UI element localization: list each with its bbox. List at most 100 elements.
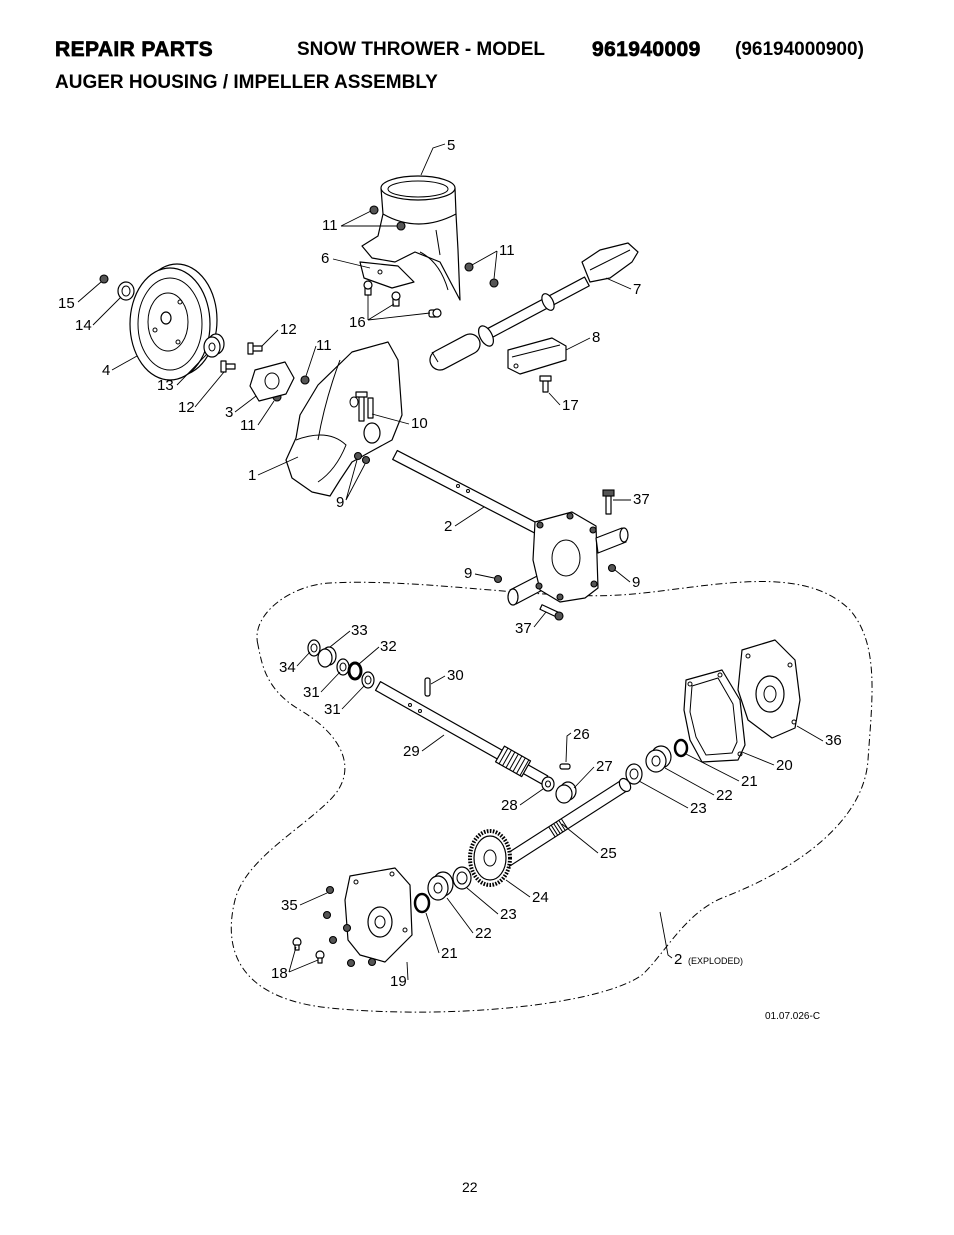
- leader-line: [565, 732, 572, 763]
- callout-number: 2: [444, 518, 452, 535]
- leader-line: [296, 651, 311, 667]
- callout-37b: 37: [515, 611, 547, 637]
- leader-line: [664, 767, 715, 796]
- callout-31a: 31: [303, 671, 341, 701]
- leader-line: [257, 400, 275, 426]
- part-key-26: [559, 763, 571, 770]
- callout-number: 20: [776, 757, 793, 774]
- leader-line: [299, 892, 328, 906]
- part-bearing-13: [203, 333, 225, 358]
- part-bushing-22-left: [427, 871, 454, 901]
- callout-16: 16: [349, 295, 431, 331]
- callout-18: 18: [271, 946, 319, 982]
- callout-number: 11: [316, 337, 332, 354]
- callout-number: 12: [178, 399, 195, 416]
- callout-number: 33: [351, 622, 368, 639]
- callout-11a: 11: [322, 210, 397, 234]
- callout-13: 13: [157, 353, 208, 394]
- callout-7: 7: [605, 277, 641, 298]
- callout-number: 23: [500, 906, 517, 923]
- callout-8: 8: [565, 329, 600, 351]
- leader-line: [425, 912, 440, 954]
- leader-line: [638, 780, 689, 809]
- part-fittings-18: [292, 937, 325, 964]
- callout-number: 11: [322, 217, 338, 234]
- callout-15: 15: [58, 281, 102, 312]
- callout-number: 21: [741, 773, 758, 790]
- part-worm-gear-24: [468, 829, 512, 887]
- callout-number: 9: [336, 494, 344, 511]
- leader-line: [329, 630, 351, 648]
- callout-31b: 31: [324, 685, 365, 718]
- callout-number: 36: [825, 732, 842, 749]
- callout-number: 19: [390, 973, 407, 990]
- callout-21a: 21: [685, 753, 758, 790]
- callout-number: 14: [75, 317, 92, 334]
- leader-line: [548, 392, 561, 406]
- leader-line: [288, 946, 319, 973]
- callout-4: 4: [102, 355, 138, 379]
- callout-9a: 9: [336, 459, 366, 511]
- callout-17: 17: [548, 392, 579, 414]
- part-pulley: [129, 263, 218, 381]
- leader-line: [466, 887, 499, 915]
- callout-26: 26: [565, 726, 590, 763]
- part-washer-14: [117, 281, 135, 301]
- callout-number: 34: [279, 659, 296, 676]
- leader-line: [454, 506, 485, 527]
- leader-line: [176, 353, 208, 386]
- part-washer-23-left: [452, 866, 472, 890]
- callout-27: 27: [573, 758, 613, 789]
- part-ring-21-right: [673, 738, 689, 758]
- callout-number: 4: [102, 362, 110, 379]
- leader-line: [358, 646, 380, 665]
- callout-number: 9: [464, 565, 472, 582]
- leader-line: [685, 753, 740, 782]
- page-title: AUGER HOUSING / IMPELLER ASSEMBLY: [55, 72, 438, 93]
- callout-number: 1: [248, 467, 256, 484]
- callout-number: 12: [280, 321, 297, 338]
- figure-code: 01.07.026-C: [765, 1011, 820, 1022]
- leader-line: [320, 671, 341, 693]
- callout-number: 7: [633, 281, 641, 298]
- callout-11c: 11: [305, 337, 332, 377]
- callout-number: 22: [475, 925, 492, 942]
- callout-number: 3: [225, 404, 233, 421]
- leader-line: [194, 371, 225, 408]
- callout-33: 33: [329, 622, 368, 648]
- part-bolts-12: [220, 342, 263, 373]
- callout-19: 19: [390, 961, 409, 990]
- callout-22a: 22: [664, 767, 733, 804]
- callout-30: 30: [430, 667, 464, 685]
- callout-number: 23: [690, 800, 707, 817]
- callout-number: 8: [592, 329, 600, 346]
- callout-number: 5: [447, 137, 455, 154]
- leader-line: [561, 823, 599, 854]
- exploded-note: (EXPLODED): [688, 956, 743, 966]
- leader-line: [430, 675, 446, 685]
- callout-1: 1: [248, 456, 299, 484]
- callout-36: 36: [796, 725, 842, 749]
- part-gearbox-half-36: [737, 639, 801, 739]
- leader-line: [341, 685, 365, 710]
- part-auger-shaft-gearbox: [392, 449, 629, 606]
- part-screw-17: [539, 375, 552, 393]
- callout-11b: 11: [471, 242, 515, 280]
- leader-line: [741, 751, 775, 766]
- callout-25: 25: [561, 823, 617, 862]
- callout-number: 6: [321, 250, 329, 267]
- callout-35: 35: [281, 892, 328, 914]
- page-number: 22: [462, 1179, 478, 1195]
- callout-number: 13: [157, 377, 174, 394]
- leader-line: [421, 734, 445, 752]
- leader-line: [406, 961, 409, 981]
- leader-line: [474, 573, 495, 579]
- callout-number: 11: [240, 417, 256, 434]
- callout-2: 2: [444, 506, 485, 535]
- part-bolts-35: [322, 885, 377, 968]
- callout-21b: 21: [425, 912, 458, 962]
- leader-line: [340, 210, 397, 227]
- leader-line: [371, 413, 410, 425]
- callout-12b: 12: [178, 371, 225, 416]
